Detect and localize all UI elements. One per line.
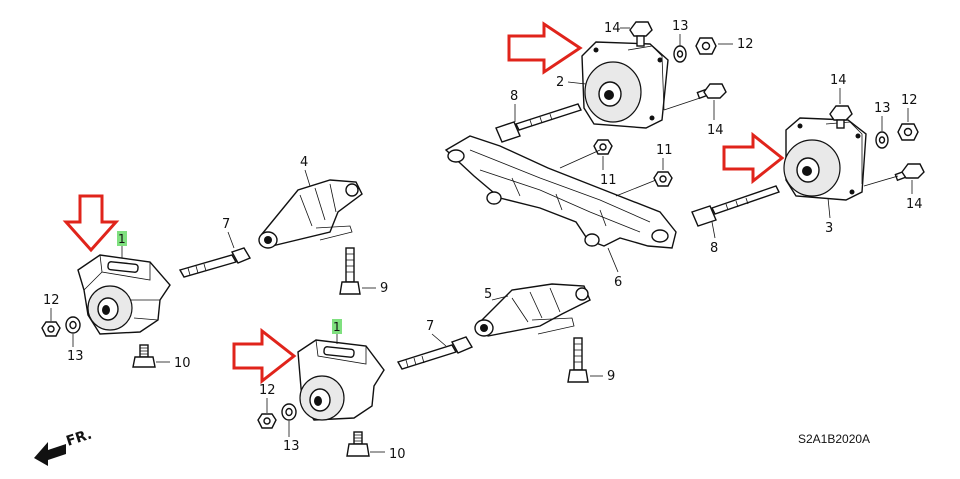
mount-bracket-left (77, 254, 171, 335)
nut-12-lower (257, 413, 277, 429)
callout-8-rear: 8 (710, 241, 718, 256)
bolt-8-rear (691, 185, 780, 227)
bolt-10-left (132, 344, 156, 368)
diagram-code: S2A1B2020A (798, 432, 870, 446)
callout-12-left: 12 (43, 293, 60, 308)
bolt-8-upper (495, 103, 582, 143)
callout-6: 6 (614, 275, 622, 290)
callout-1-lower: 1 (333, 320, 341, 334)
nut-12-upper (695, 37, 717, 55)
callout-14-upper-right: 14 (707, 123, 724, 138)
mount-2 (581, 41, 669, 129)
nut-12-rear (897, 123, 919, 141)
stud-7-upper (178, 247, 252, 278)
red-arrow-right-lower-mount (232, 327, 297, 385)
callout-14-upper: 14 (604, 21, 621, 36)
nut-11-right (653, 171, 673, 187)
bolt-14-rear-right (894, 163, 925, 182)
part-1-left-highlight (117, 231, 127, 246)
callout-13-rear: 13 (874, 101, 891, 116)
callout-9-lower: 9 (607, 369, 615, 384)
washer-13-left (65, 316, 81, 334)
callout-9-upper: 9 (380, 281, 388, 296)
mount-3 (783, 117, 867, 201)
mount-bracket-lower (297, 339, 385, 421)
part-1-lower-highlight (332, 319, 342, 334)
callout-13-upper: 13 (672, 19, 689, 34)
callout-5: 5 (484, 287, 492, 302)
washer-13-lower (281, 403, 297, 421)
callout-12-lower: 12 (259, 383, 276, 398)
callout-8-upper: 8 (510, 89, 518, 104)
callout-10-lower: 10 (389, 447, 406, 462)
callout-10-left: 10 (174, 356, 191, 371)
callout-11-upper: 11 (600, 173, 617, 188)
bolt-14-upper (629, 21, 653, 47)
bolt-10-lower (346, 431, 370, 457)
callout-11-right: 11 (656, 143, 673, 158)
callout-7-upper: 7 (222, 217, 230, 232)
callout-14-rear: 14 (830, 73, 847, 88)
stud-7-lower (396, 336, 474, 370)
callout-14-rear-right: 14 (906, 197, 923, 212)
red-arrow-right-upper-mount (507, 21, 583, 75)
mount-arm-4 (258, 179, 363, 249)
callout-1-left: 1 (118, 232, 126, 246)
front-direction-arrow: FR. (34, 427, 94, 466)
bolt-9-upper (339, 247, 361, 295)
callout-7-lower: 7 (426, 319, 434, 334)
callout-13-left: 13 (67, 349, 84, 364)
front-direction-label: FR. (64, 427, 94, 450)
bolt-9-lower (567, 337, 589, 383)
red-arrow-right-rear-mount (722, 131, 785, 185)
callout-13-lower: 13 (283, 439, 300, 454)
callout-12-upper: 12 (737, 37, 754, 52)
callout-3: 3 (825, 221, 833, 236)
bolt-14-upper-right (696, 83, 727, 100)
nut-12-left (41, 321, 61, 337)
washer-13-rear (875, 131, 889, 149)
callout-2: 2 (556, 75, 564, 90)
bolt-14-rear (829, 105, 853, 129)
mount-arm-5 (474, 283, 591, 337)
callout-4: 4 (300, 155, 308, 170)
washer-13-upper (673, 45, 687, 63)
red-arrow-down-left-mount (62, 194, 120, 253)
subframe-6 (444, 135, 677, 249)
callout-12-rear: 12 (901, 93, 918, 108)
